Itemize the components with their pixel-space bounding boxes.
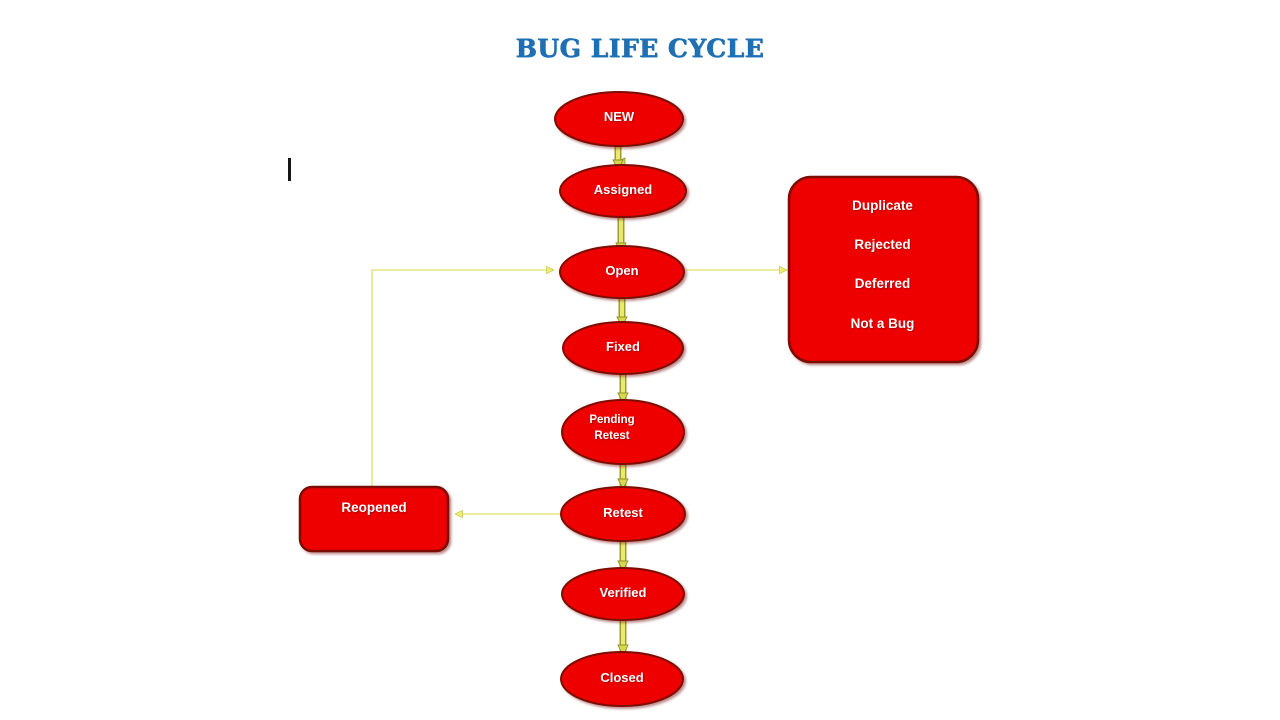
edge-verified-to-closed <box>617 619 629 658</box>
node-verified[interactable] <box>561 567 685 621</box>
edge-reopened-to-open <box>370 265 555 487</box>
node-assigned[interactable] <box>559 164 687 218</box>
edge-fixed-to-pending-retest <box>617 373 629 405</box>
node-closed[interactable] <box>560 651 684 707</box>
node-reopened[interactable] <box>298 485 450 553</box>
node-closure-reasons[interactable] <box>787 175 980 364</box>
node-new[interactable] <box>554 91 684 147</box>
node-fixed[interactable] <box>562 321 684 375</box>
node-pending-retest[interactable] <box>561 399 685 465</box>
node-retest[interactable] <box>560 486 686 542</box>
node-open[interactable] <box>559 245 685 299</box>
text-caret-artifact <box>288 158 291 181</box>
edge-pending-retest-to-retest <box>617 463 629 491</box>
page-title: BUG LIFE CYCLE <box>515 34 765 63</box>
edge-retest-to-verified <box>617 540 629 573</box>
